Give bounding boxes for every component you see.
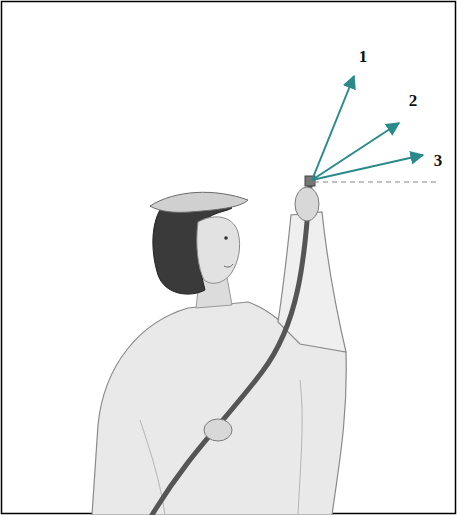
hose	[152, 186, 310, 515]
launch-arrow	[312, 155, 423, 180]
raised-hand	[295, 187, 319, 221]
callout-number: 3	[434, 152, 443, 169]
horizontal-reference	[314, 181, 438, 182]
callout-number: 1	[359, 48, 368, 65]
face	[197, 217, 240, 283]
raised-sleeve	[278, 212, 346, 352]
mouth	[224, 264, 233, 267]
visor	[150, 192, 248, 212]
launch-arrow	[312, 76, 354, 180]
eye	[224, 236, 228, 240]
lower-hand	[204, 419, 232, 441]
callout-number: 2	[409, 92, 418, 109]
launch-arrow	[312, 123, 399, 180]
